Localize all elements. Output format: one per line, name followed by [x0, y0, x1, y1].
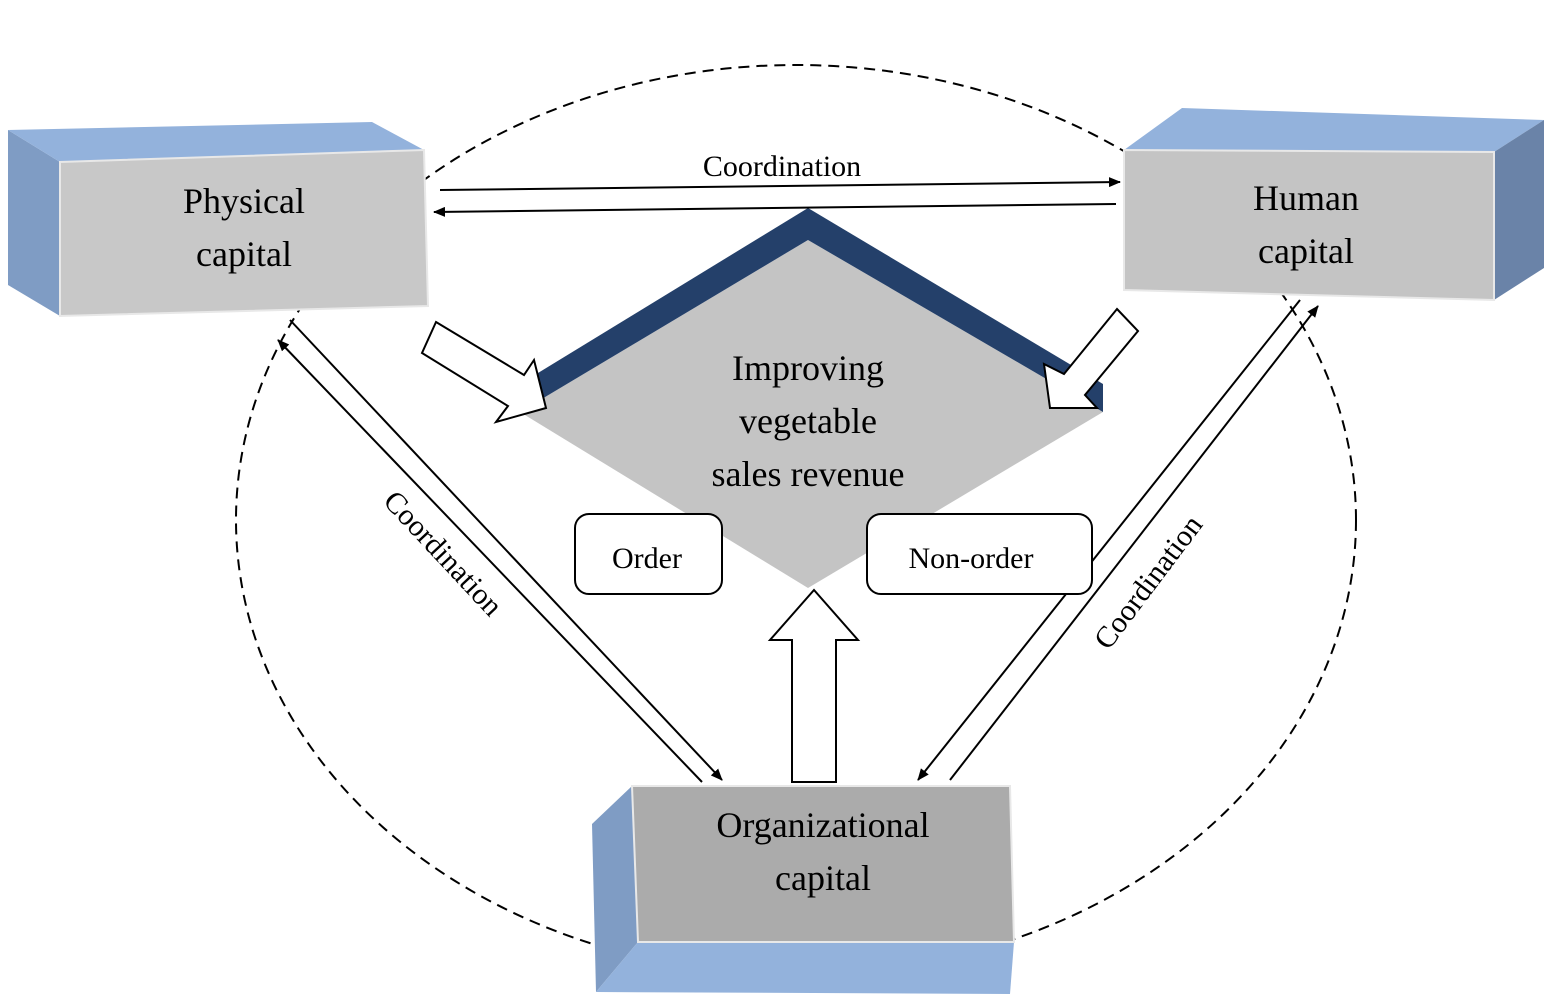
- non-order-label: Non-order: [909, 542, 1034, 575]
- non-order-box: [866, 513, 1093, 595]
- block-arrow-physical-to-center: [420, 320, 548, 424]
- human-capital-label-line2: capital: [1258, 231, 1354, 271]
- physical-capital-label-line2: capital: [196, 234, 292, 274]
- coordination-arrow-to-organizational-left: [289, 319, 723, 781]
- physical-capital-box: [8, 122, 430, 318]
- coordination-arrow-to-organizational-right: [917, 299, 1301, 781]
- center-label-line1: Improving: [732, 348, 884, 388]
- block-arrow-organizational-to-center: [767, 588, 861, 783]
- coordination-arrow-to-human-right: [949, 305, 1319, 781]
- organizational-capital-box: [592, 785, 1016, 994]
- center-diamond: [520, 208, 1103, 588]
- physical-capital-label-line1: Physical: [183, 181, 305, 221]
- organizational-capital-label-line2: capital: [775, 858, 871, 898]
- center-label-line3: sales revenue: [712, 454, 905, 494]
- order-box: [574, 513, 723, 595]
- human-capital-label-line1: Human: [1253, 178, 1359, 218]
- human-capital-box: [1123, 108, 1544, 302]
- diamond-left-edge: [520, 208, 808, 412]
- coordination-label-top: Coordination: [703, 150, 861, 183]
- organizational-capital-label-line1: Organizational: [716, 805, 929, 845]
- coordination-label-right: Coordination: [1088, 509, 1210, 655]
- center-label-line2: vegetable: [739, 401, 877, 441]
- coordination-arrow-to-human: [439, 177, 1121, 191]
- coordination-arrow-to-physical-left: [277, 339, 703, 783]
- diamond-right-edge: [808, 208, 1103, 412]
- coordination-label-left: Coordination: [377, 484, 509, 622]
- block-arrow-human-to-center: [1042, 307, 1140, 409]
- order-label: Order: [612, 542, 682, 575]
- coordination-arrow-to-physical: [433, 203, 1117, 217]
